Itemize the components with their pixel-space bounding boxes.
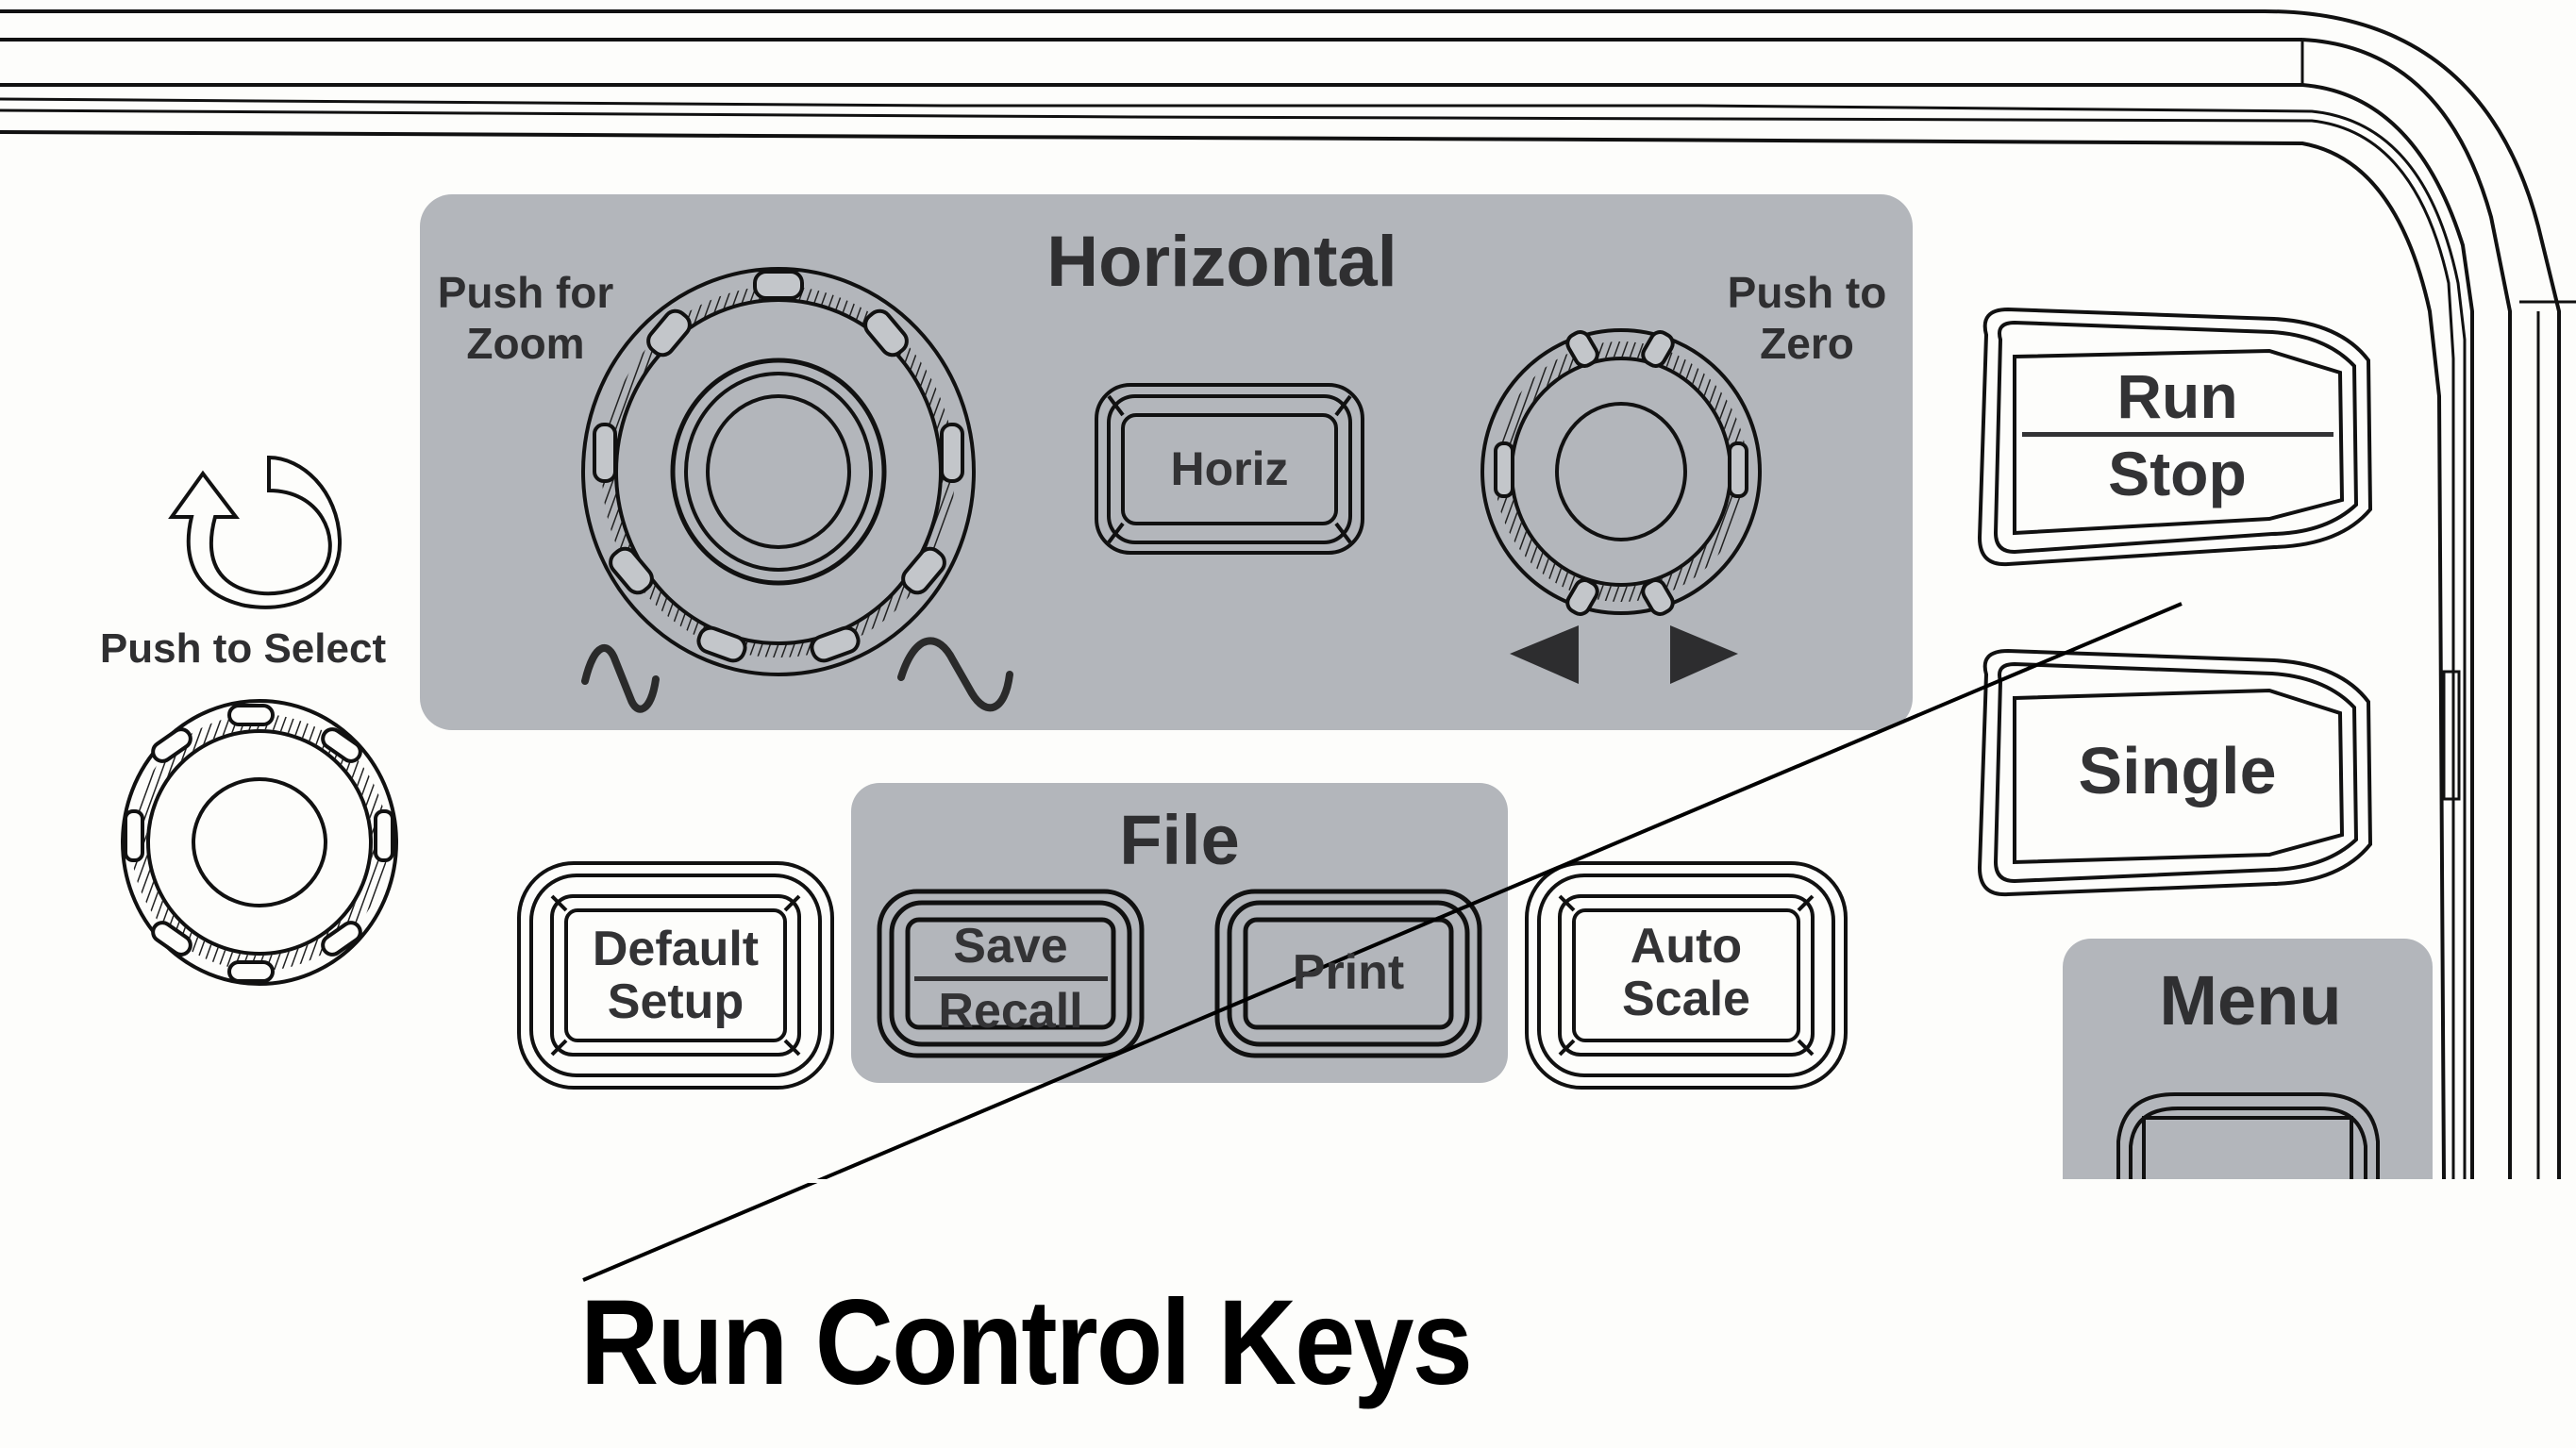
default-setup-line1: Default (592, 922, 760, 976)
push-to-zero-line1: Push to (1727, 268, 1887, 317)
file-group-title: File (1119, 801, 1240, 879)
push-to-zero-label: Push to Zero (1713, 270, 1901, 367)
single-key-label: Single (2078, 734, 2277, 807)
recall-label: Recall (938, 984, 1083, 1040)
left-arrow-icon[interactable] (1510, 625, 1579, 684)
scale-line: Scale (1622, 972, 1750, 1027)
save-label: Save (953, 919, 1068, 974)
right-arrow-icon[interactable] (1670, 625, 1738, 684)
horiz-key-label: Horiz (1170, 442, 1289, 495)
push-for-zoom-line1: Push for (437, 268, 614, 317)
print-key-label: Print (1292, 945, 1405, 1000)
default-setup-key[interactable] (517, 861, 834, 1090)
horizontal-group-title: Horizontal (1046, 222, 1397, 302)
save-recall-key[interactable] (877, 889, 1145, 1058)
run-stop-key-label: Run Stop (2015, 361, 2340, 509)
narrow-sine-icon (581, 644, 660, 713)
run-stop-key[interactable] (1977, 307, 2373, 567)
menu-group-title: Menu (2159, 961, 2342, 1040)
figure-caption: Run Control Keys (580, 1275, 1473, 1410)
push-to-select-label: Push to Select (99, 625, 387, 672)
single-key[interactable] (1977, 648, 2373, 897)
horiz-key[interactable] (1095, 383, 1364, 555)
auto-scale-key-label: Auto Scale (1574, 920, 1798, 1025)
run-stop-divider (2021, 432, 2333, 438)
wide-sine-icon (897, 637, 1013, 712)
horizontal-position-knob[interactable] (1480, 328, 1762, 617)
push-for-zoom-label: Push for Zoom (427, 270, 625, 367)
menu-group-panel (2063, 939, 2433, 1179)
default-setup-key-label: Default Setup (566, 923, 785, 1028)
file-group-panel (851, 783, 1508, 1083)
push-to-zero-line2: Zero (1760, 319, 1854, 369)
stop-label: Stop (2108, 439, 2247, 509)
rotate-arrow-icon (168, 455, 343, 609)
menu-key[interactable] (2116, 1092, 2380, 1179)
auto-line: Auto (1630, 919, 1743, 974)
horizontal-scale-knob[interactable] (581, 267, 976, 676)
run-label: Run (2116, 361, 2238, 431)
save-recall-divider (913, 976, 1108, 982)
auto-scale-key[interactable] (1525, 861, 1848, 1090)
push-for-zoom-line2: Zoom (466, 319, 585, 369)
save-recall-key-label: Save Recall (908, 920, 1113, 1038)
print-key[interactable] (1214, 889, 1482, 1058)
default-setup-line2: Setup (607, 974, 744, 1030)
callout-leader-line (582, 602, 2183, 1282)
select-knob[interactable] (121, 699, 398, 986)
